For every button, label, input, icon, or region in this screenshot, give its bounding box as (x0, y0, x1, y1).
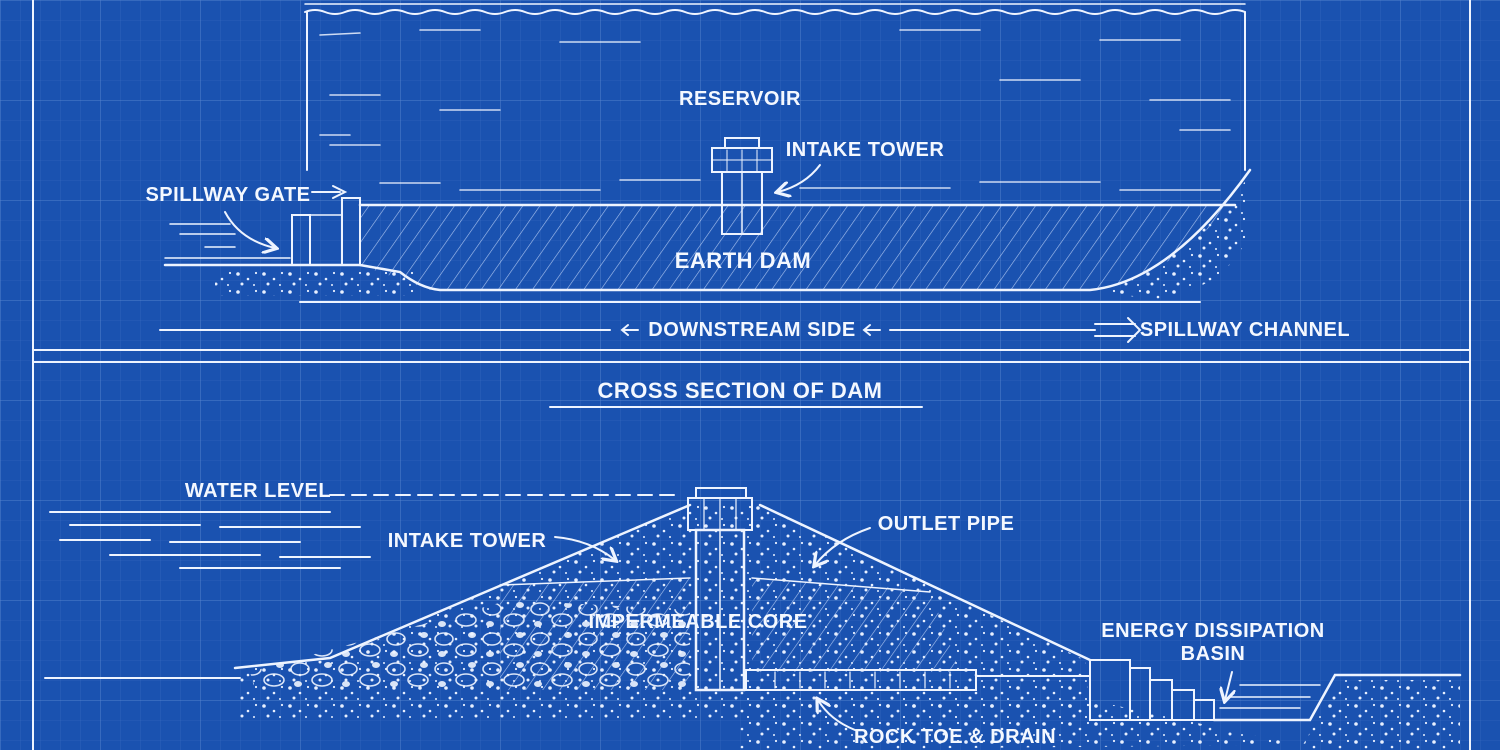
spillway-gate-arrow (224, 211, 275, 248)
label-water-level: WATER LEVEL (185, 480, 331, 502)
label-energy-dissipation: ENERGY DISSIPATION (1101, 620, 1324, 642)
cross-section-water: WATER LEVEL (49, 480, 681, 569)
label-reservoir: RESERVOIR (679, 88, 801, 110)
label-downstream-side: DOWNSTREAM SIDE (648, 319, 856, 341)
spillway-gate-structure: SPILLWAY GATE (145, 184, 415, 296)
intake-tower-plan: INTAKE TOWER (711, 137, 945, 235)
energy-dissipation-basin: ENERGY DISSIPATION BASIN (1089, 620, 1462, 750)
reservoir: RESERVOIR (304, 3, 1246, 191)
downstream-lines: DOWNSTREAM SIDE SPILLWAY CHANNEL (159, 301, 1350, 343)
label-intake-tower-section: INTAKE TOWER (388, 530, 547, 552)
label-impermeable-core: IMPERMEABLE CORE (588, 611, 807, 633)
section-title: CROSS SECTION OF DAM (597, 378, 882, 403)
label-spillway-channel: SPILLWAY CHANNEL (1140, 319, 1350, 341)
sheet-border (32, 0, 1471, 750)
label-outlet-pipe: OUTLET PIPE (878, 513, 1015, 535)
intake-tower-section: INTAKE TOWER (388, 487, 753, 692)
label-basin: BASIN (1181, 643, 1246, 665)
label-rock-toe: ROCK TOE & DRAIN (854, 726, 1056, 748)
dam-embankment: IMPERMEABLE CORE (44, 503, 1092, 720)
label-intake-tower-plan: INTAKE TOWER (786, 139, 945, 161)
label-earth-dam: EARTH DAM (675, 248, 812, 273)
label-spillway-gate: SPILLWAY GATE (145, 184, 310, 206)
outlet-pipe: OUTLET PIPE (745, 513, 1091, 691)
rock-toe-drain: ROCK TOE & DRAIN (740, 695, 1300, 750)
